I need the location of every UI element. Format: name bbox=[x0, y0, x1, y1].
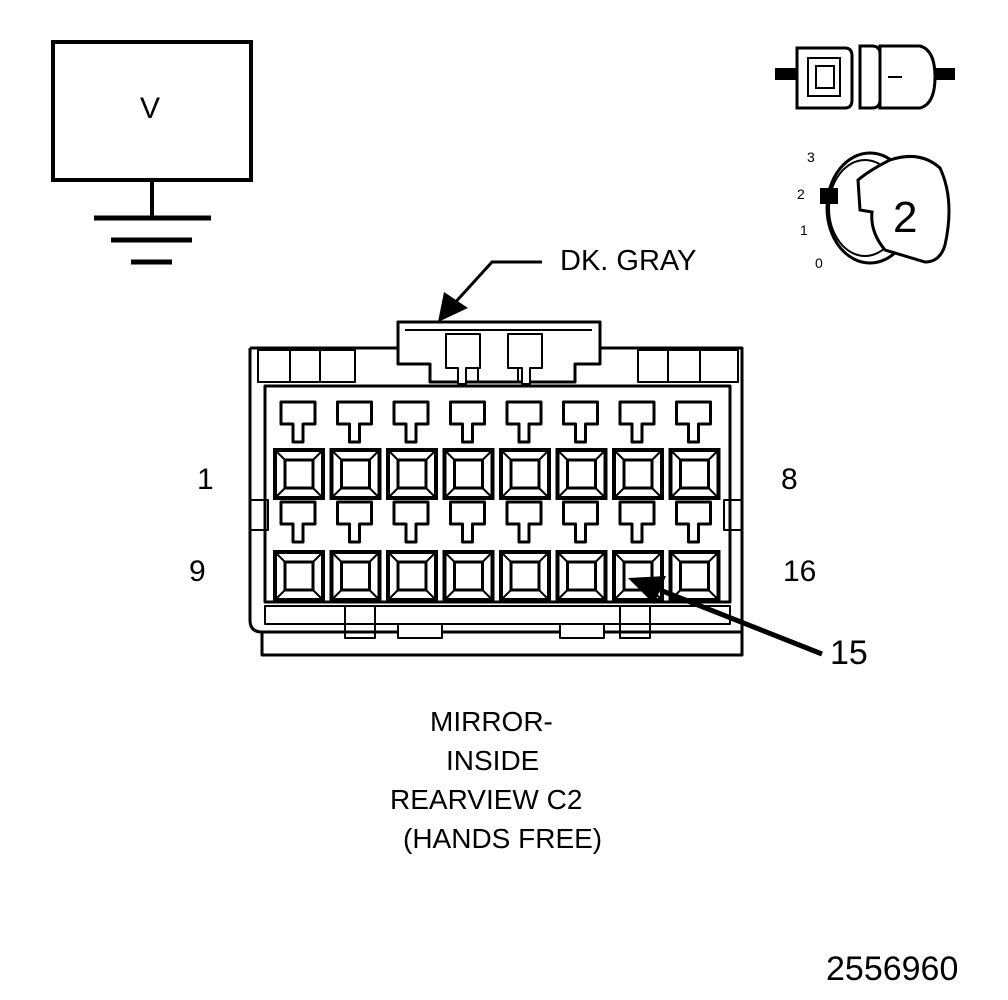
pin-cavity-inner bbox=[622, 458, 654, 490]
position-3-label: 3 bbox=[807, 149, 815, 165]
pin-cavity-inner bbox=[679, 560, 710, 592]
pin-cavity-bevel bbox=[443, 449, 494, 499]
connector-caption-line-3: REARVIEW C2 bbox=[390, 784, 583, 815]
pin-cavity-inner bbox=[340, 458, 371, 490]
figure-number: 2556960 bbox=[826, 950, 959, 988]
connector-body bbox=[248, 320, 744, 657]
pin-cavity-inner bbox=[396, 458, 428, 490]
connector-caption-line-2: INSIDE bbox=[446, 745, 540, 776]
pin-cavity-bevel bbox=[669, 551, 720, 601]
pin-cavity-inner bbox=[283, 560, 315, 592]
connector-mate-icon bbox=[775, 44, 955, 110]
connector-caption-line-1: MIRROR- bbox=[430, 706, 553, 737]
wire-color-label: DK. GRAY bbox=[560, 245, 697, 277]
ground-icon bbox=[94, 215, 211, 265]
pin-cavity-bevel bbox=[500, 449, 550, 499]
pin-label-1: 1 bbox=[197, 463, 214, 496]
terminal-key bbox=[449, 500, 486, 544]
terminal-key bbox=[675, 500, 712, 544]
pin-cavity-inner bbox=[566, 458, 597, 490]
pin-cavity-bevel bbox=[613, 449, 663, 499]
pin-cavity-inner bbox=[453, 560, 484, 592]
terminal-key bbox=[505, 500, 543, 544]
pin-cavity-bevel bbox=[556, 449, 607, 499]
selector-marker bbox=[820, 188, 838, 204]
pin-cavity-inner bbox=[509, 458, 541, 490]
voltmeter-label: V bbox=[140, 92, 161, 125]
terminal-key bbox=[562, 500, 599, 544]
pin-cavity-inner bbox=[283, 458, 315, 490]
connector-caption-line-4: (HANDS FREE) bbox=[403, 823, 603, 854]
terminal-key bbox=[449, 400, 486, 444]
terminal-key bbox=[336, 500, 373, 544]
terminal-key bbox=[279, 400, 317, 444]
pin-15-callout-arrow bbox=[628, 576, 823, 657]
terminal-key bbox=[505, 400, 543, 444]
pin-cavity-inner bbox=[396, 560, 428, 592]
terminal-key bbox=[562, 400, 599, 444]
selected-position-label: 2 bbox=[893, 193, 918, 242]
pin-cavity-bevel bbox=[274, 449, 324, 499]
pin-cavity-inner bbox=[679, 458, 710, 490]
pin-cavity-inner bbox=[566, 560, 597, 592]
pin-cavities bbox=[273, 400, 721, 602]
pin-cavity-inner bbox=[509, 560, 541, 592]
pin-cavity-bevel bbox=[613, 551, 663, 601]
pin-cavity-bevel bbox=[669, 449, 720, 499]
pin-label-16: 16 bbox=[783, 555, 817, 588]
position-selector-icon bbox=[820, 151, 951, 265]
pin-cavity-bevel bbox=[556, 551, 607, 601]
position-2-label: 2 bbox=[797, 186, 805, 202]
terminal-key bbox=[392, 400, 430, 444]
position-0-label: 0 bbox=[815, 255, 823, 271]
pin-cavity-inner bbox=[340, 560, 371, 592]
terminal-key bbox=[618, 500, 656, 544]
pin-cavity-inner bbox=[453, 458, 484, 490]
pin-label-9: 9 bbox=[189, 555, 206, 588]
pin-label-8: 8 bbox=[781, 463, 798, 496]
pin-cavity-bevel bbox=[500, 551, 550, 601]
pin-cavity-bevel bbox=[330, 449, 381, 499]
terminal-key bbox=[279, 500, 317, 544]
terminal-key bbox=[675, 400, 712, 444]
position-1-label: 1 bbox=[800, 222, 808, 238]
terminal-key bbox=[392, 500, 430, 544]
pin-cavity-bevel bbox=[330, 551, 381, 601]
voltmeter-symbol bbox=[51, 40, 253, 218]
terminal-key bbox=[336, 400, 373, 444]
callout-pin-label: 15 bbox=[830, 634, 868, 672]
color-callout-arrow bbox=[438, 260, 542, 322]
terminal-key bbox=[618, 400, 656, 444]
pin-cavity-bevel bbox=[274, 551, 324, 601]
pin-cavity-bevel bbox=[443, 551, 494, 601]
pin-cavity-bevel bbox=[387, 551, 437, 601]
pin-cavity-bevel bbox=[387, 449, 437, 499]
